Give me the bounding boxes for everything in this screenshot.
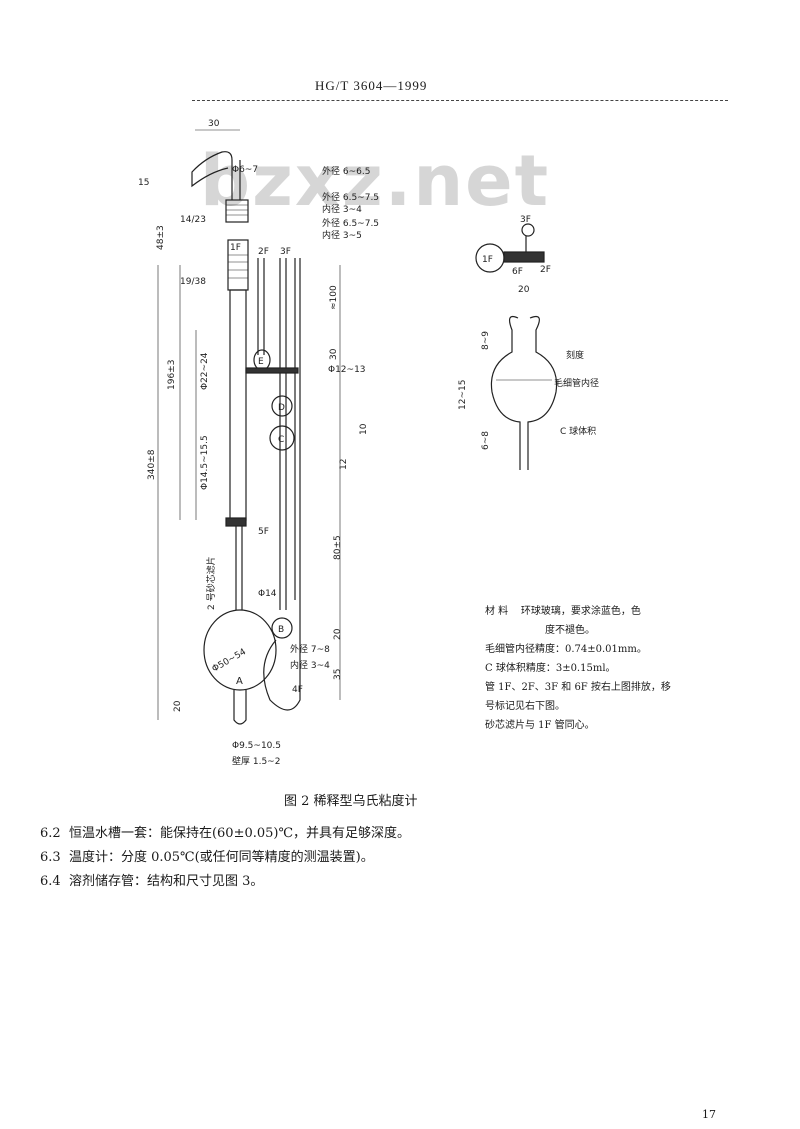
tube-2f: 2F [258,247,269,257]
note-line-2: 度不褪色。 [545,625,595,636]
dim-35: 35 [333,669,343,680]
dim-od4: 外径 7~8 [290,643,330,655]
dim-48: 48±3 [156,225,166,250]
bulb-a: A [236,676,243,687]
dim-od2: 外径 6.5~7.5 [322,191,379,203]
dim-80: 80±5 [333,535,343,560]
dim-phi14: Φ14 [258,589,277,599]
dim-phi6-7: Φ6~7 [232,165,258,175]
bulb-c: C [278,435,284,445]
dim-30b: 30 [329,348,339,360]
dim-id1: 内径 3~4 [322,203,362,215]
section-6-2: 6.2 恒温水槽一套：能保持在(60±0.05)℃，并具有足够深度。 [40,822,410,841]
tube-1f: 1F [230,243,241,253]
detail-12-15: 12~15 [458,380,468,410]
bulb-e: E [258,357,264,367]
page-number: 17 [702,1108,716,1121]
tube-5f: 5F [258,527,269,537]
section-number: 6.2 [40,826,61,841]
dim-phi22: Φ22~24 [200,352,210,390]
detail-capillary: 毛细管内径 [554,377,599,389]
header-rule [192,100,728,101]
section-number: 6.3 [40,850,61,865]
dim-20b: 20 [333,628,343,640]
section-text: 溶剂储存管：结构和尺寸见图 3。 [68,874,264,889]
detail-cvolume: C 球体积 [560,425,596,437]
note-line-3: 毛细管内径精度：0.74±0.01mm。 [485,644,647,655]
dim-196: 196±3 [167,360,177,390]
section-6-3: 6.3 温度计：分度 0.05℃(或任何同等精度的测温装置)。 [40,846,374,865]
detail-6-8: 6~8 [481,431,491,450]
frit-label: 2 号砂芯滤片 [205,556,217,610]
dim-10: 10 [359,423,369,435]
dim-phi50: Φ50~54 [211,647,249,675]
section-number: 6.4 [40,874,61,889]
dim-phi9-5: Φ9.5~10.5 [232,741,281,751]
dim-340: 340±8 [147,449,157,480]
detail-scale: 刻度 [566,349,584,361]
note-material-label: 材 料 [485,606,509,617]
dim-phi14-5: Φ14.5~15.5 [200,435,210,490]
detail-20: 20 [518,285,530,295]
section-6-4: 6.4 溶剂储存管：结构和尺寸见图 3。 [40,870,263,889]
bulb-d: D [278,403,285,413]
section-text: 温度计：分度 0.05℃(或任何同等精度的测温装置)。 [68,850,374,865]
dim-joint2: 19/38 [180,277,206,287]
note-line-7: 砂芯滤片与 1F 管同心。 [485,720,595,731]
figure-caption: 图 2 稀释型乌氏粘度计 [284,794,418,809]
tube-3f: 3F [280,247,291,257]
dim-20: 20 [173,700,183,712]
watermark: bzxz.net [200,140,551,222]
detail-1f: 1F [482,255,493,265]
dim-12: 12 [339,459,349,470]
dim-wall: 壁厚 1.5~2 [232,755,280,767]
dim-od3: 外径 6.5~7.5 [322,217,379,229]
section-text: 恒温水槽一套：能保持在(60±0.05)℃，并具有足够深度。 [68,826,411,841]
note-material: 环球玻璃，要求涂蓝色，色 [520,606,641,617]
standard-header: HG/T 3604—1999 [315,78,428,93]
detail-3f: 3F [520,215,531,225]
detail-2f: 2F [540,265,551,275]
note-line-6: 号标记见右下图。 [485,701,565,712]
dim-100: ≈100 [329,285,339,310]
bulb-b: B [278,625,284,635]
dim-phi12: Φ12~13 [328,365,366,375]
dim-id3: 内径 3~4 [290,659,330,671]
note-line-4: C 球体积精度：3±0.15ml。 [485,663,616,674]
note-line-5: 管 1F、2F、3F 和 6F 按右上图排放，移 [485,682,671,693]
dim-15: 15 [138,178,149,188]
dim-30: 30 [208,119,220,129]
figure-notes: 材 料 环球玻璃，要求涂蓝色，色 度不褪色。 毛细管内径精度：0.74±0.01… [485,602,671,735]
detail-8-9: 8~9 [481,331,491,350]
detail-6f: 6F [512,267,523,277]
tube-4f: 4F [292,685,303,695]
dim-joint1: 14/23 [180,215,206,225]
dim-id2: 内径 3~5 [322,229,362,241]
dim-od1: 外径 6~6.5 [322,165,370,177]
